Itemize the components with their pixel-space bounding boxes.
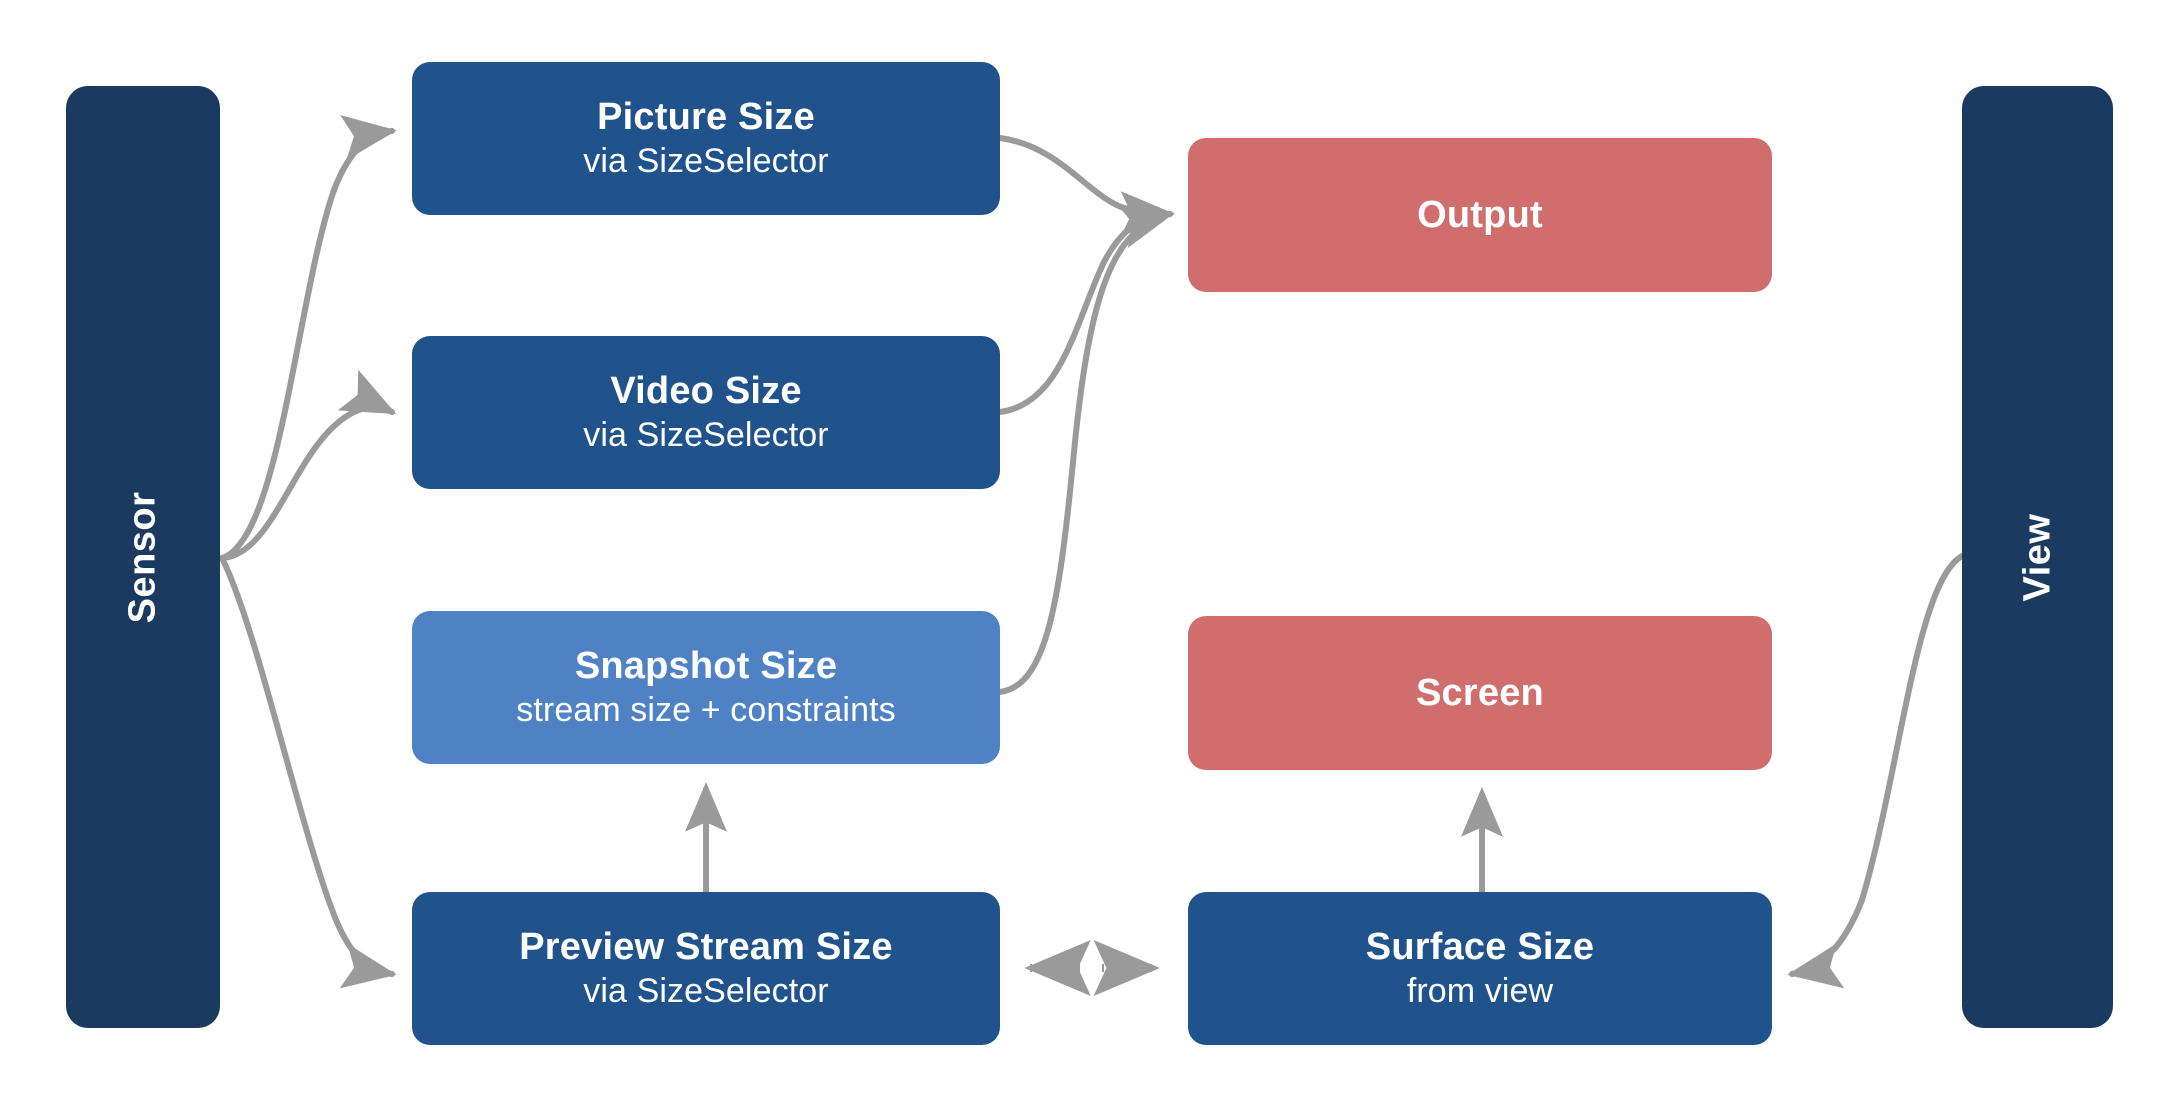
lane-sensor[interactable]: Sensor bbox=[66, 86, 220, 1028]
node-surface-size-title: Surface Size bbox=[1365, 925, 1595, 968]
node-picture-size-subtitle: via SizeSelector bbox=[583, 142, 829, 181]
edge-snapshot-size-to-output bbox=[997, 203, 1175, 695]
node-snapshot-size[interactable]: Snapshot Size stream size + constraints bbox=[412, 611, 1000, 764]
node-surface-size[interactable]: Surface Size from view bbox=[1188, 892, 1772, 1045]
node-output[interactable]: Output bbox=[1188, 138, 1772, 292]
node-surface-size-subtitle: from view bbox=[1406, 972, 1554, 1011]
node-video-size[interactable]: Video Size via SizeSelector bbox=[412, 336, 1000, 489]
node-picture-size[interactable]: Picture Size via SizeSelector bbox=[412, 62, 1000, 215]
node-video-size-subtitle: via SizeSelector bbox=[583, 416, 829, 455]
node-preview-stream-size-title: Preview Stream Size bbox=[519, 925, 893, 968]
lane-view[interactable]: View bbox=[1962, 86, 2113, 1028]
edge-sensor-to-preview-stream-size bbox=[219, 555, 397, 989]
node-snapshot-size-subtitle: stream size + constraints bbox=[516, 691, 896, 730]
lane-sensor-label: Sensor bbox=[121, 491, 164, 623]
edge-picture-size-to-output bbox=[997, 135, 1175, 237]
node-snapshot-size-title: Snapshot Size bbox=[574, 644, 838, 687]
lane-view-label: View bbox=[2015, 513, 2058, 601]
node-video-size-title: Video Size bbox=[610, 369, 802, 412]
edge-video-size-to-output bbox=[997, 191, 1175, 415]
edge-view-to-surface-size bbox=[1787, 553, 1965, 989]
node-preview-stream-size[interactable]: Preview Stream Size via SizeSelector bbox=[412, 892, 1000, 1045]
node-picture-size-title: Picture Size bbox=[597, 95, 815, 138]
node-screen[interactable]: Screen bbox=[1188, 616, 1772, 770]
edge-sensor-to-picture-size bbox=[219, 115, 397, 561]
node-preview-stream-size-subtitle: via SizeSelector bbox=[583, 972, 829, 1011]
node-output-title: Output bbox=[1417, 193, 1543, 236]
node-screen-title: Screen bbox=[1416, 671, 1544, 714]
edge-sensor-to-video-size bbox=[219, 369, 397, 561]
